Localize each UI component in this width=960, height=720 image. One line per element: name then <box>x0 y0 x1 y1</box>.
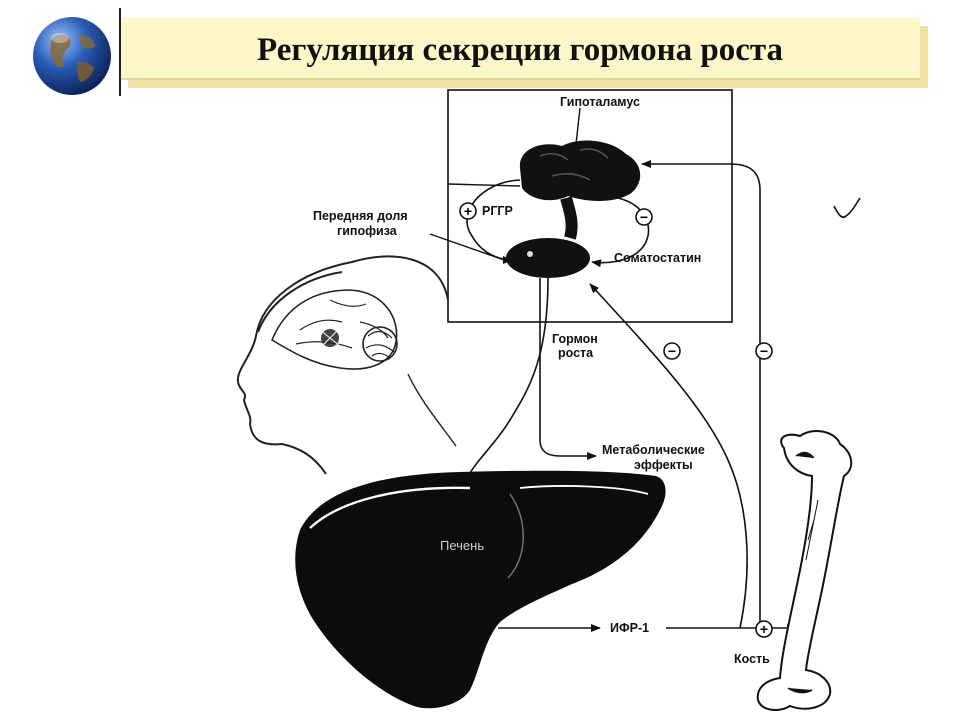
pituitary-label-line <box>429 233 511 263</box>
svg-text:−: − <box>760 343 768 359</box>
igf1-pituitary-minus-sign: − <box>663 342 681 360</box>
somatostatin-arrow <box>591 197 650 268</box>
hypothalamus-label: Гипоталамус <box>560 95 640 109</box>
head-illustration <box>236 255 457 475</box>
handwritten-check-mark <box>833 197 861 219</box>
globe-icon <box>33 17 111 95</box>
cerebellum-illustration <box>319 326 398 362</box>
svg-text:+: + <box>760 621 768 637</box>
igf1-to-pituitary-arrow <box>589 283 748 629</box>
svg-text:−: − <box>668 343 676 359</box>
svg-text:−: − <box>640 209 648 225</box>
growth-hormone-label-line1: Гормон <box>552 332 598 346</box>
metabolic-effects-label-line1: Метаболические <box>602 443 705 457</box>
brain-inset-frame <box>447 89 733 323</box>
growth-hormone-label-line2: роста <box>558 346 594 360</box>
title-underline <box>120 78 920 80</box>
igf1-to-hypothalamus-arrow <box>641 160 761 628</box>
anterior-pituitary-label-line1: Передняя доля <box>313 209 408 223</box>
title-divider <box>119 8 121 96</box>
liver-illustration <box>295 470 666 709</box>
hypothalamus-leader-line <box>447 183 521 187</box>
title-band <box>120 18 920 80</box>
igf1-bone-plus-sign: + <box>755 620 773 638</box>
somatostatin-minus-sign: − <box>635 208 653 226</box>
bone-illustration <box>756 429 853 711</box>
anterior-pituitary-illustration <box>506 238 590 278</box>
hypothalamus-label-line <box>575 107 581 145</box>
bone-label: Кость <box>734 652 770 666</box>
somatostatin-label: Соматостатин <box>614 251 702 265</box>
hypothalamus-illustration <box>519 140 641 201</box>
liver-label: Печень <box>440 538 485 553</box>
slide-title: Регуляция секреции гормона роста <box>257 32 783 68</box>
growth-hormone-to-liver-line <box>465 277 549 481</box>
metabolic-effects-label-line2: эффекты <box>634 458 693 472</box>
ghrh-plus-sign: + <box>459 202 477 220</box>
igf1-label: ИФР-1 <box>610 621 650 635</box>
growth-hormone-to-metabolic-arrow <box>539 278 597 460</box>
igf1-hypothalamus-minus-sign: − <box>755 342 773 360</box>
pituitary-stalk <box>560 196 578 240</box>
svg-text:+: + <box>464 203 472 219</box>
anterior-pituitary-label-line2: гипофиза <box>337 224 397 238</box>
ghrh-label: РГГР <box>482 204 513 218</box>
